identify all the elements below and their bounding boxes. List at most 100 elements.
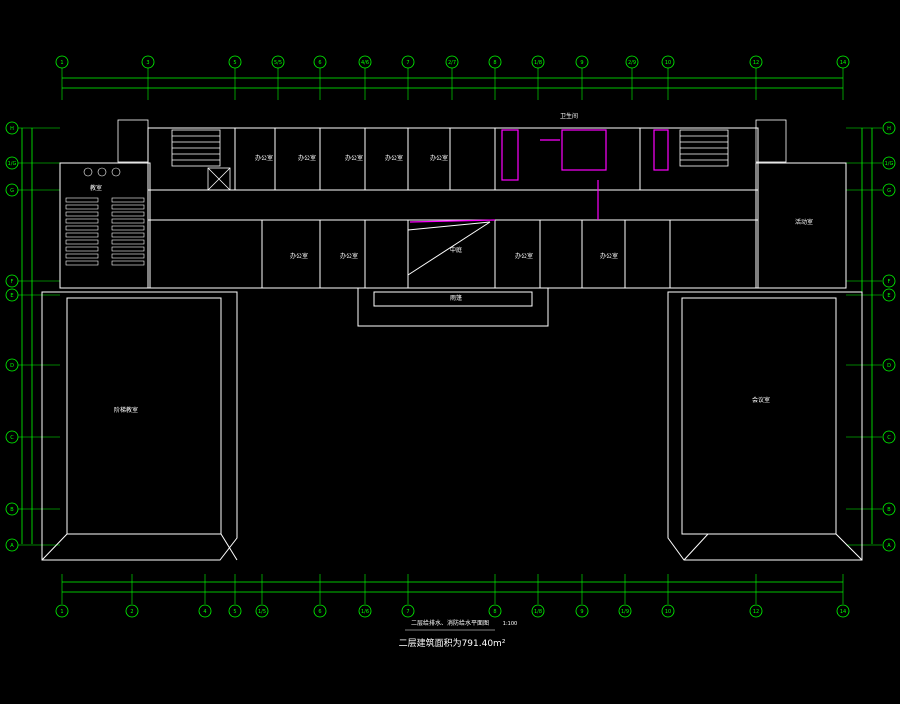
svg-text:10: 10 [665, 609, 671, 615]
svg-text:2: 2 [130, 609, 133, 615]
svg-text:8: 8 [493, 60, 496, 66]
svg-text:1/8: 1/8 [534, 609, 542, 615]
room-label-office: 办公室 [298, 154, 316, 162]
room-label-foyer: 中庭 [450, 246, 462, 254]
svg-text:12: 12 [753, 60, 759, 66]
svg-text:9: 9 [580, 609, 583, 615]
axis-bubble-left: C [5, 430, 19, 444]
room-label-left-block: 阶梯教室 [114, 406, 138, 414]
svg-text:A: A [10, 543, 14, 549]
svg-text:B: B [887, 507, 891, 513]
axis-bubble-bottom: 1/5 [255, 604, 269, 618]
axis-bubble-bottom: 1 [55, 604, 69, 618]
axis-bubble-left: 1/G [5, 156, 19, 170]
svg-text:2/9: 2/9 [628, 60, 636, 66]
svg-text:D: D [10, 363, 14, 369]
svg-text:8: 8 [493, 609, 496, 615]
axis-bubble-top: 3 [141, 55, 155, 69]
axis-bubble-bottom: 1/8 [531, 604, 545, 618]
svg-text:1/G: 1/G [885, 161, 894, 167]
lower-wing-right [667, 291, 863, 561]
svg-text:B: B [10, 507, 14, 513]
axis-bubble-left: H [5, 121, 19, 135]
axis-bubble-top: 4/6 [358, 55, 372, 69]
axis-bubble-bottom: 7 [401, 604, 415, 618]
axis-bubble-top: 5/5 [271, 55, 285, 69]
axis-bubble-top: 12 [749, 55, 763, 69]
room-label-office: 办公室 [290, 252, 308, 260]
axis-bubble-right: G [882, 183, 896, 197]
room-label-right-block: 会议室 [752, 396, 770, 404]
svg-text:C: C [887, 435, 891, 441]
axis-bubble-top: 10 [661, 55, 675, 69]
svg-text:E: E [887, 293, 890, 299]
axis-bubble-top: 1/8 [531, 55, 545, 69]
axis-bubble-right: H [882, 121, 896, 135]
svg-text:1/8: 1/8 [534, 60, 542, 66]
axis-bubble-top: 2/9 [625, 55, 639, 69]
svg-text:E: E [10, 293, 13, 299]
room-label-toilet: 卫生间 [560, 112, 578, 120]
axis-bubble-bottom: 1/9 [618, 604, 632, 618]
axis-bubble-top: 8 [488, 55, 502, 69]
axis-bubble-top: 9 [575, 55, 589, 69]
axis-bubble-bottom: 4 [198, 604, 212, 618]
room-label-office: 办公室 [600, 252, 618, 260]
axis-bubble-left: A [5, 538, 19, 552]
svg-text:1: 1 [60, 60, 63, 66]
axis-bubble-left: G [5, 183, 19, 197]
room-label-east: 活动室 [795, 218, 813, 226]
axis-bubble-right: 1/G [882, 156, 896, 170]
axis-bubble-bottom: 6 [313, 604, 327, 618]
axis-bubble-top: 7 [401, 55, 415, 69]
svg-text:1/G: 1/G [8, 161, 17, 167]
axis-bubble-bottom: 12 [749, 604, 763, 618]
svg-text:9: 9 [580, 60, 583, 66]
svg-text:12: 12 [753, 609, 759, 615]
svg-text:D: D [887, 363, 891, 369]
svg-text:5: 5 [233, 609, 236, 615]
svg-text:C: C [10, 435, 14, 441]
svg-text:5/5: 5/5 [274, 60, 282, 66]
svg-text:7: 7 [406, 609, 409, 615]
svg-text:14: 14 [840, 609, 846, 615]
svg-text:F: F [888, 279, 891, 285]
elevator-shaft [207, 167, 231, 191]
axis-bubble-bottom: 10 [661, 604, 675, 618]
axis-bubble-left: B [5, 502, 19, 516]
axis-bubble-right: D [882, 358, 896, 372]
svg-text:1/9: 1/9 [621, 609, 629, 615]
lecture-hall-seating [65, 167, 145, 266]
axis-bubble-right: A [882, 538, 896, 552]
lower-wing-left [41, 291, 238, 561]
toilet-plumbing [409, 129, 669, 223]
axis-bubble-bottom: 9 [575, 604, 589, 618]
axis-grid-right: H 1/G G F E D C B A [846, 121, 896, 552]
room-label-office: 办公室 [385, 154, 403, 162]
svg-text:2/7: 2/7 [448, 60, 456, 66]
svg-text:10: 10 [665, 60, 671, 66]
dimension-lines [21, 77, 873, 593]
svg-text:7: 7 [406, 60, 409, 66]
room-label-office: 办公室 [345, 154, 363, 162]
room-label-office: 办公室 [340, 252, 358, 260]
drawing-scale: 1:100 [503, 621, 517, 627]
svg-text:A: A [887, 543, 891, 549]
room-labels: 教室 阶梯教室 会议室 中庭 雨篷 活动室 卫生间 办公室 办公室 办公室 办公… [90, 112, 813, 414]
svg-text:H: H [887, 126, 891, 132]
svg-text:5: 5 [233, 60, 236, 66]
svg-text:1/6: 1/6 [361, 609, 369, 615]
axis-bubble-right: B [882, 502, 896, 516]
axis-bubble-bottom: 14 [836, 604, 850, 618]
room-label-office: 办公室 [430, 154, 448, 162]
axis-bubble-top: 1 [55, 55, 69, 69]
svg-text:G: G [10, 188, 14, 194]
area-note: 二层建筑面积为791.40m² [399, 637, 506, 649]
axis-bubble-right: E [882, 288, 896, 302]
room-label-west: 教室 [90, 184, 102, 192]
axis-bubble-right: C [882, 430, 896, 444]
room-label-office: 办公室 [255, 154, 273, 162]
